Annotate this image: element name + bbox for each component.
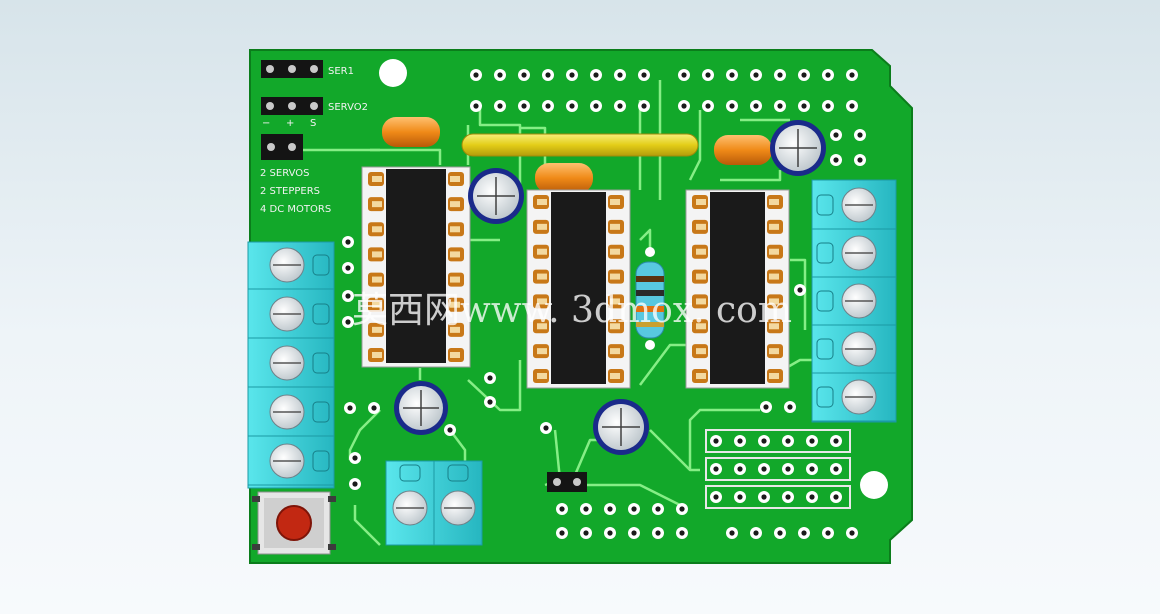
ic-socket (685, 189, 790, 389)
terminal-block-left (247, 241, 335, 489)
terminal-block-bottom (385, 460, 483, 546)
silk-pin-plus: + (286, 118, 294, 129)
axial-capacitor (461, 133, 699, 157)
ic-chip (386, 169, 446, 363)
ic-socket (526, 189, 631, 389)
silk-mode-line2: 2 STEPPERS (260, 186, 320, 197)
silk-pin-minus: − (262, 118, 270, 129)
silk-mode-line3: 4 DC MOTORS (260, 204, 331, 215)
resistor (635, 247, 665, 350)
electrolytic-capacitor (394, 381, 448, 435)
electrolytic-capacitor (593, 399, 649, 455)
electrolytic-capacitors (394, 120, 826, 455)
screw-terminals (247, 179, 897, 546)
icsp-header-rows (705, 429, 851, 509)
power-jumper (547, 472, 587, 492)
watermark-text: 莫西网www. 3dmox. com (352, 290, 792, 331)
ic-socket (361, 166, 471, 368)
reset-button (252, 491, 336, 555)
driver-ics (361, 166, 790, 389)
terminal-block-right (811, 179, 897, 423)
pad-rows (342, 69, 866, 539)
ceramic-capacitors (382, 117, 772, 193)
silk-servo2: SERVO2 (328, 102, 368, 113)
mounting-hole (379, 59, 407, 87)
mounting-hole (860, 471, 888, 499)
silk-pin-s: S (310, 118, 316, 129)
electrolytic-capacitor (468, 168, 524, 224)
electrolytic-capacitor (770, 120, 826, 176)
silk-mode-line1: 2 SERVOS (260, 168, 310, 179)
ic-chip (710, 192, 765, 384)
silk-ser1: SER1 (328, 66, 354, 77)
servo-headers (261, 60, 323, 160)
ic-chip (551, 192, 606, 384)
